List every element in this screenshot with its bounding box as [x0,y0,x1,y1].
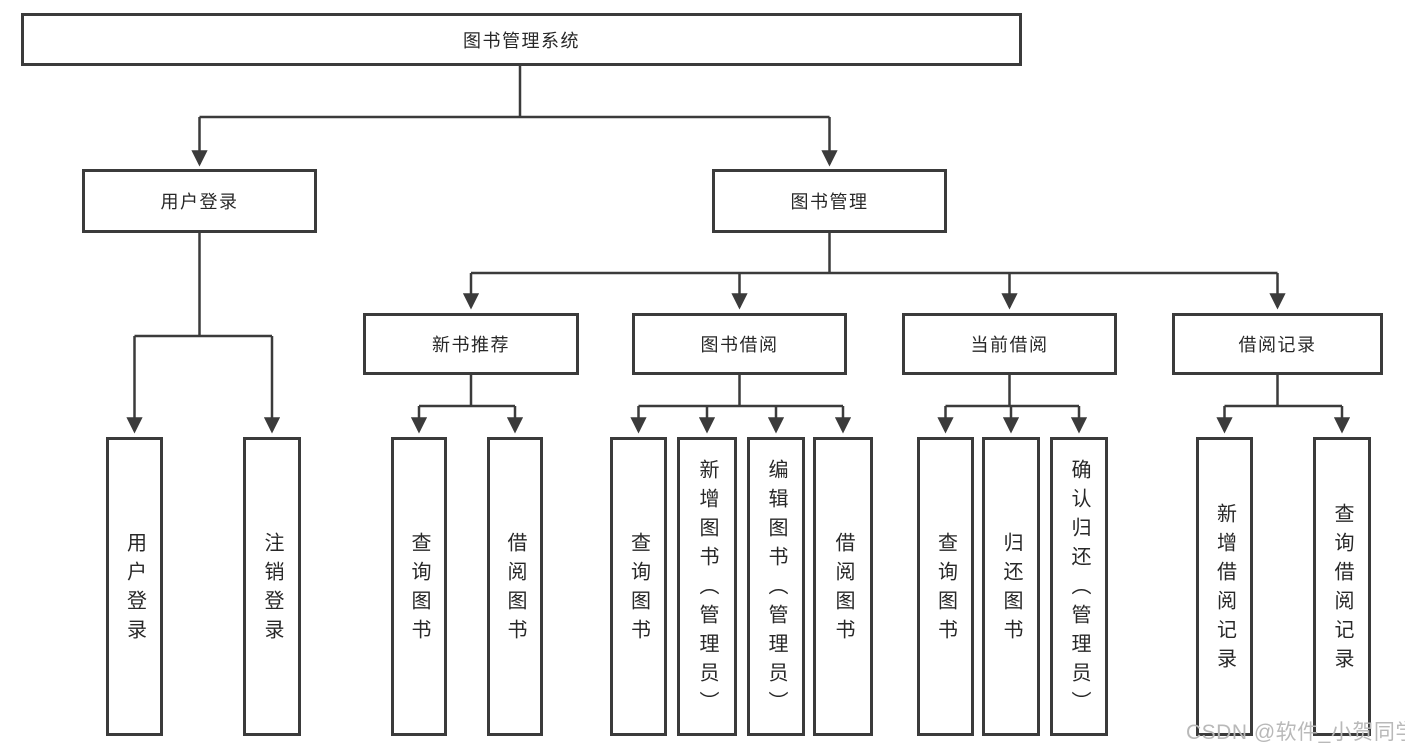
node-user-login-module: 用户登录 [82,169,317,233]
node-user-login-label: 用户登录 [160,192,239,212]
leaf-confirm-return-admin: 确认归还（管理员） [1050,437,1108,736]
node-root-label: 图书管理系统 [463,30,580,51]
leaf-borrow-query-book: 查询图书 [610,437,667,736]
node-new-book-recommend: 新书推荐 [363,313,579,375]
leaf-return-book: 归还图书 [982,437,1040,736]
leaf-newbook-borrow-book-label: 借阅图书 [504,531,526,648]
leaf-add-book-admin-label: 新增图书（管理员） [696,459,718,720]
node-current-borrow-label: 当前借阅 [970,335,1049,355]
leaf-edit-book-admin-label: 编辑图书（管理员） [765,459,787,720]
node-book-borrow-label: 图书借阅 [700,335,779,355]
leaf-current-query-book-label: 查询图书 [934,531,957,648]
leaf-newbook-query-book: 查询图书 [391,437,447,736]
csdn-watermark: CSDN @软件_小贺同学 [1186,721,1405,744]
leaf-add-borrow-record: 新增借阅记录 [1196,437,1253,736]
leaf-user-login-label: 用户登录 [123,531,146,648]
leaf-edit-book-admin: 编辑图书（管理员） [747,437,805,736]
leaf-logout-label: 注销登录 [261,531,283,648]
leaf-newbook-query-book-label: 查询图书 [408,531,430,648]
node-borrow-record: 借阅记录 [1172,313,1383,375]
node-book-borrow: 图书借阅 [632,313,847,375]
leaf-borrow-book: 借阅图书 [813,437,873,736]
leaf-add-book-admin: 新增图书（管理员） [677,437,737,736]
node-root-system: 图书管理系统 [21,13,1022,66]
node-borrow-record-label: 借阅记录 [1238,335,1317,355]
leaf-return-book-label: 归还图书 [1000,531,1022,648]
leaf-query-borrow-record: 查询借阅记录 [1313,437,1371,736]
leaf-user-login: 用户登录 [106,437,163,736]
node-book-management-label: 图书管理 [790,192,869,212]
node-current-borrow: 当前借阅 [902,313,1117,375]
leaf-query-borrow-record-label: 查询借阅记录 [1331,502,1353,677]
leaf-borrow-query-book-label: 查询图书 [627,531,650,648]
leaf-newbook-borrow-book: 借阅图书 [487,437,543,736]
node-book-management-module: 图书管理 [712,169,947,233]
node-new-book-recommend-label: 新书推荐 [432,335,510,355]
leaf-borrow-book-label: 借阅图书 [832,531,854,648]
leaf-confirm-return-admin-label: 确认归还（管理员） [1068,459,1090,720]
leaf-current-query-book: 查询图书 [917,437,974,736]
leaf-add-borrow-record-label: 新增借阅记录 [1213,502,1236,677]
leaf-logout: 注销登录 [243,437,301,736]
